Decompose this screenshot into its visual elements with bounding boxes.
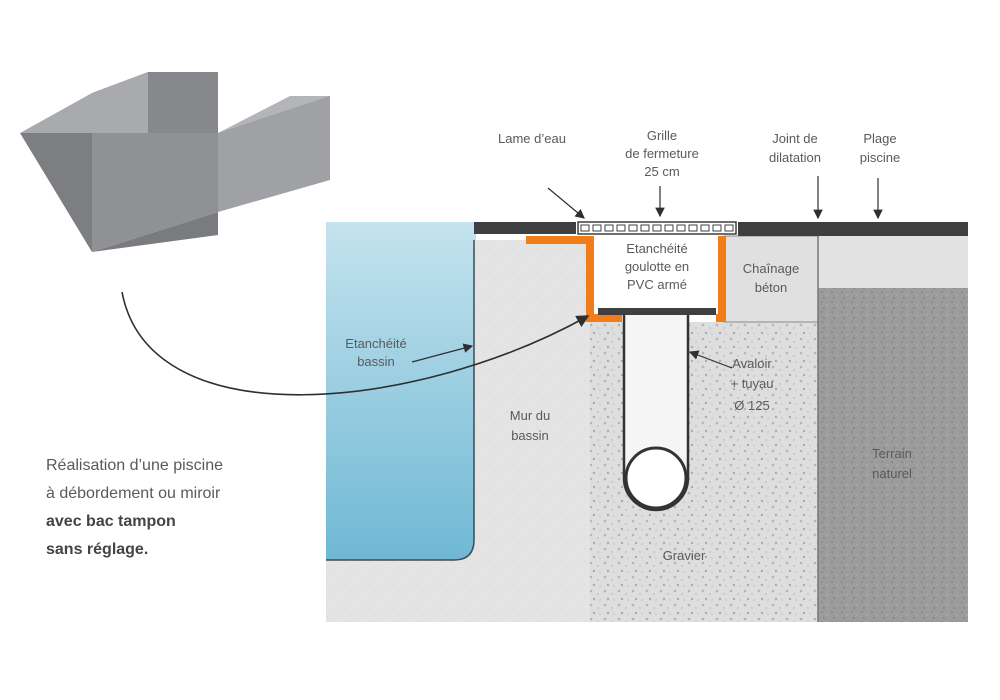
label-joint-1: Joint de bbox=[772, 131, 818, 146]
label-etancheite-goulotte-3: PVC armé bbox=[627, 277, 687, 292]
pvc-membrane bbox=[526, 236, 726, 322]
label-terrain-2: naturel bbox=[872, 466, 912, 481]
label-mur-2: bassin bbox=[511, 428, 549, 443]
label-avaloir-3: Ø 125 bbox=[734, 398, 769, 413]
caption-line-4: sans réglage. bbox=[46, 541, 149, 558]
grille-slot bbox=[592, 224, 602, 232]
label-plage-1: Plage bbox=[863, 131, 896, 146]
grille-slot bbox=[724, 224, 734, 232]
label-chainage-1: Chaînage bbox=[743, 261, 799, 276]
grille-slot bbox=[712, 224, 722, 232]
z-profile-gutter-icon bbox=[20, 72, 330, 252]
terrain-naturel bbox=[818, 288, 968, 622]
label-etancheite-bassin-1: Etanchéité bbox=[345, 336, 406, 351]
caption-line-1: Réalisation d’une piscine bbox=[46, 457, 223, 474]
label-grille-2: de fermeture bbox=[625, 146, 699, 161]
caption: Réalisation d’une piscine à débordement … bbox=[46, 452, 316, 564]
grille-slot bbox=[652, 224, 662, 232]
grille-slot bbox=[700, 224, 710, 232]
grille-slot bbox=[580, 224, 590, 232]
label-grille-1: Grille bbox=[647, 128, 677, 143]
pool-wall bbox=[326, 240, 590, 622]
label-grille-3: 25 cm bbox=[644, 164, 679, 179]
label-plage-2: piscine bbox=[860, 150, 900, 165]
grille-slot bbox=[640, 224, 650, 232]
chainage-beton bbox=[723, 235, 819, 323]
caption-line-3: avec bac tampon bbox=[46, 513, 176, 530]
grille-slot bbox=[604, 224, 614, 232]
label-avaloir-2: + tuyau bbox=[730, 376, 773, 391]
grille-slot bbox=[616, 224, 626, 232]
caption-line-2: à débordement ou miroir bbox=[46, 485, 221, 502]
grille-slot bbox=[676, 224, 686, 232]
grille-slot bbox=[664, 224, 674, 232]
label-gravier: Gravier bbox=[663, 548, 706, 563]
grille bbox=[577, 221, 737, 235]
label-etancheite-goulotte-2: goulotte en bbox=[625, 259, 689, 274]
label-lame-eau: Lame d’eau bbox=[498, 131, 566, 146]
label-etancheite-goulotte-1: Etanchéité bbox=[626, 241, 687, 256]
label-chainage-2: béton bbox=[755, 280, 788, 295]
coping-left bbox=[474, 222, 576, 234]
pool-water bbox=[326, 222, 476, 560]
label-avaloir-1: Avaloir bbox=[732, 356, 772, 371]
grille-slot bbox=[688, 224, 698, 232]
grille-slot bbox=[628, 224, 638, 232]
coping-right bbox=[738, 222, 968, 236]
label-etancheite-bassin-2: bassin bbox=[357, 354, 395, 369]
label-joint-2: dilatation bbox=[769, 150, 821, 165]
curved-arrow bbox=[121, 291, 590, 396]
gutter-channel bbox=[598, 236, 716, 310]
label-mur-1: Mur du bbox=[510, 408, 550, 423]
label-terrain-1: Terrain bbox=[872, 446, 912, 461]
